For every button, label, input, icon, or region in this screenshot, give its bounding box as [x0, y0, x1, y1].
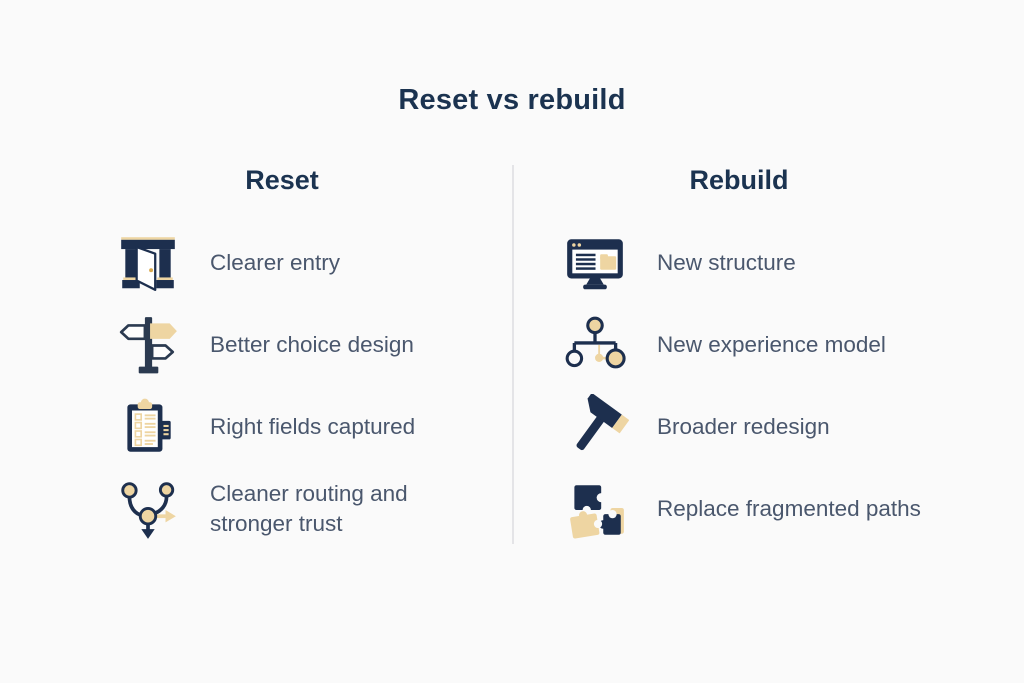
org-chart-icon: [559, 310, 631, 380]
list-item: Broader redesign: [559, 392, 962, 462]
column-reset: Reset: [62, 165, 512, 544]
page-title: Reset vs rebuild: [398, 84, 626, 116]
list-item-label: New experience model: [657, 331, 886, 357]
list-item-label: Cleaner routing and stronger trust: [210, 480, 408, 536]
clipboard-icon: [112, 392, 184, 462]
browser-icon: [559, 228, 631, 298]
list-item-label: New structure: [657, 249, 796, 275]
list-item-label: Right fields captured: [210, 413, 416, 439]
routing-icon: [112, 474, 184, 544]
column-rebuild: Rebuild: [512, 165, 962, 544]
comparison-columns: Reset: [62, 165, 962, 544]
list-item: New experience model: [559, 310, 962, 380]
list-item-label: Clearer entry: [210, 249, 341, 275]
puzzle-icon: [559, 474, 631, 544]
list-item: Clearer entry: [112, 228, 512, 298]
hammer-icon: [559, 392, 631, 462]
signpost-icon: [112, 310, 184, 380]
list-item: New structure: [559, 228, 962, 298]
door-icon: [112, 228, 184, 298]
column-reset-header: Reset: [245, 165, 319, 195]
list-item: Cleaner routing and stronger trust: [112, 474, 512, 544]
list-item-label: Better choice design: [210, 331, 414, 357]
list-item: Replace fragmented paths: [559, 474, 962, 544]
column-rebuild-header: Rebuild: [689, 165, 789, 195]
list-item-label: Broader redesign: [657, 413, 830, 439]
list-item-label: Replace fragmented paths: [657, 495, 921, 521]
list-item: Better choice design: [112, 310, 512, 380]
list-item: Right fields captured: [112, 392, 512, 462]
